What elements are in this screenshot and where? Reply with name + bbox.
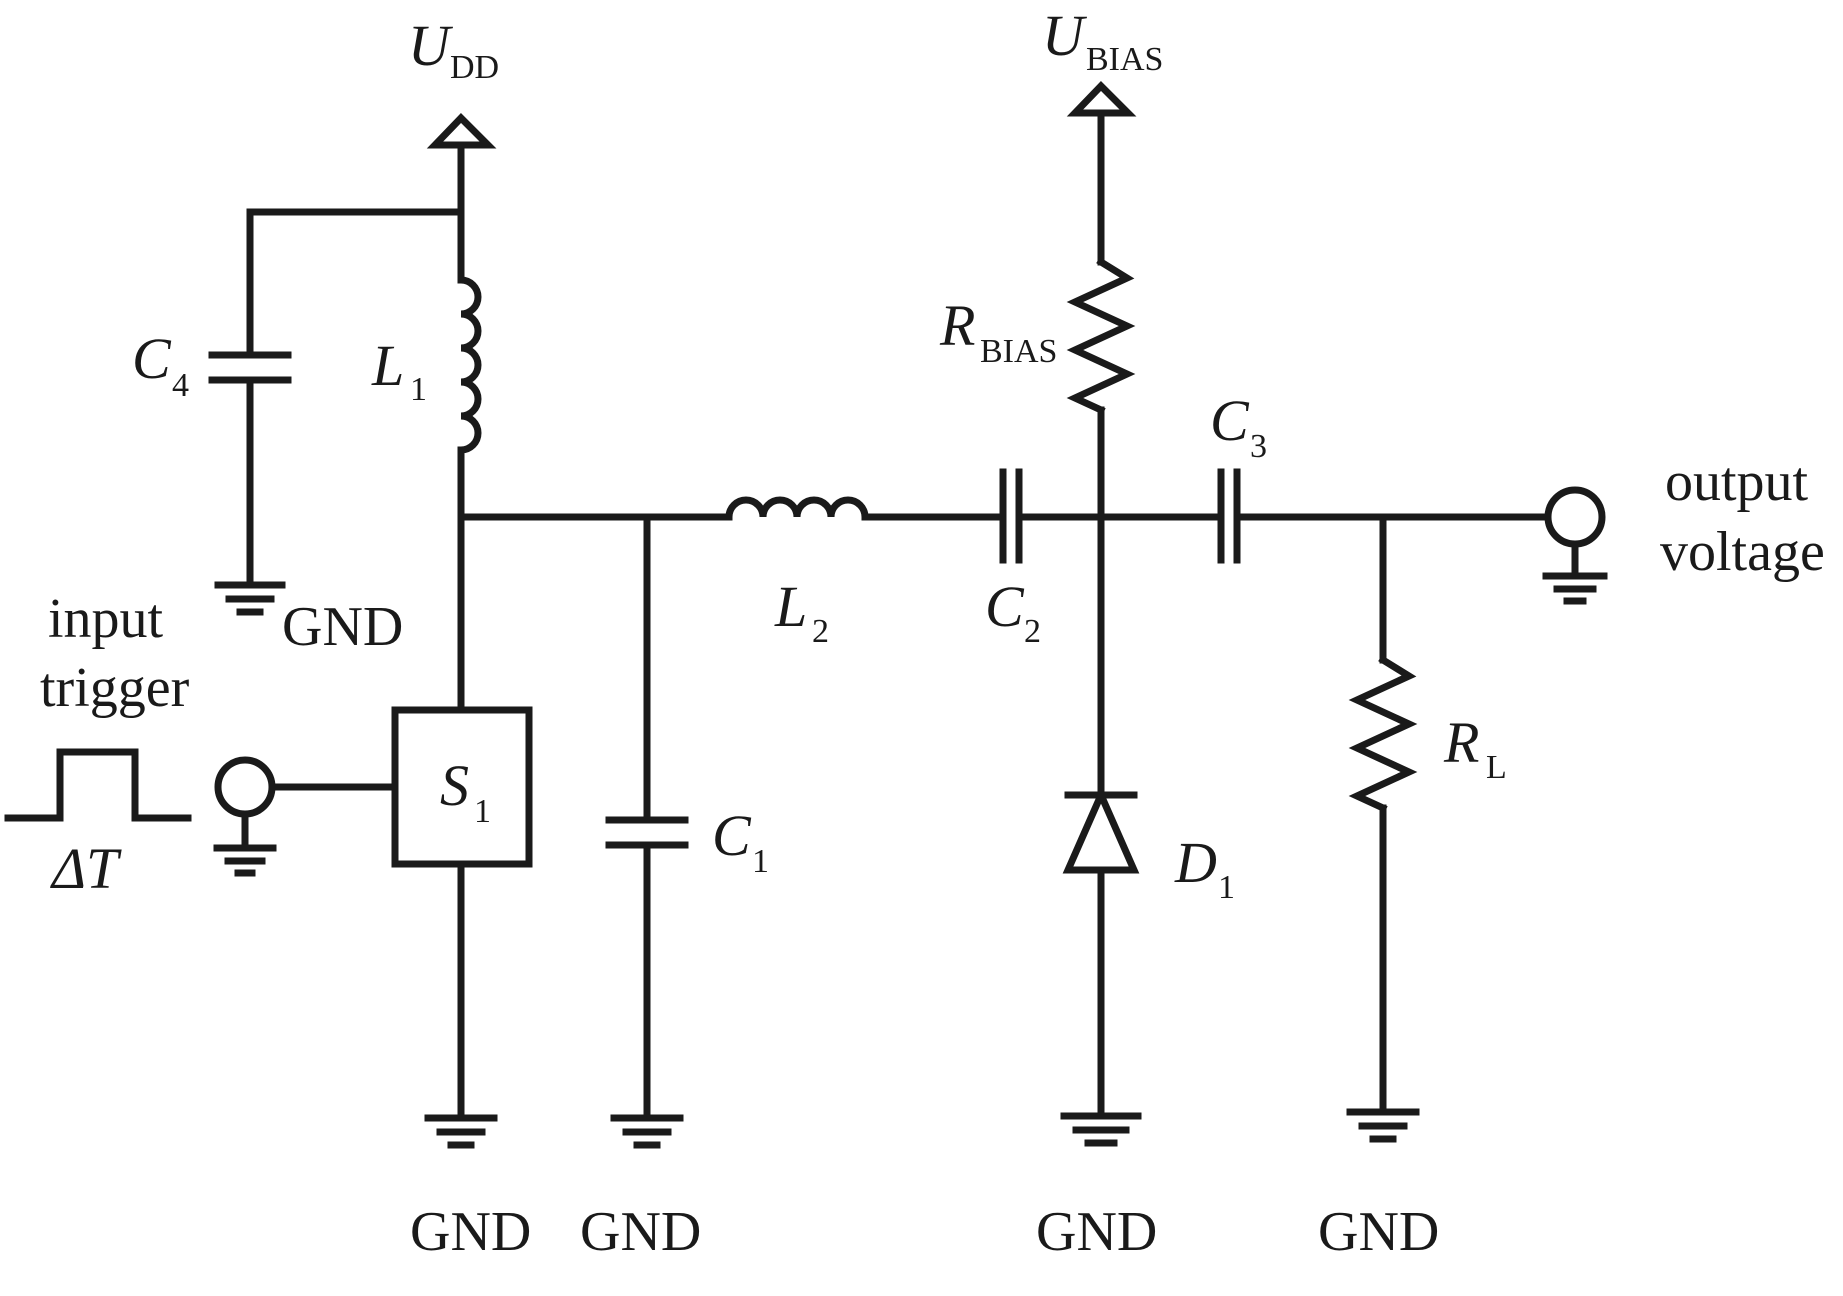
rbias-label: R [939, 293, 975, 358]
udd-label-sub: DD [450, 49, 499, 86]
c1-label-sub: 1 [752, 843, 769, 880]
input-trigger-line1: input [48, 588, 164, 650]
c3-label-sub: 3 [1250, 428, 1267, 465]
c4-capacitor [208, 208, 465, 589]
rl-label-sub: L [1486, 749, 1507, 786]
rbias-resistor [1066, 257, 1136, 415]
l2-inductor [725, 496, 1007, 521]
l2-label: L [774, 574, 807, 639]
delta-t-label: ΔT [50, 836, 122, 901]
rbias-label-sub: BIAS [980, 333, 1057, 370]
ground-d1-icon [1060, 1112, 1142, 1147]
d1-diode [1062, 786, 1140, 1120]
l1-inductor [457, 208, 482, 524]
c1-capacitor [605, 513, 689, 1122]
input-trigger-line2: trigger [40, 657, 190, 719]
ubias-supply [1066, 81, 1137, 266]
c4-label-sub: 4 [172, 367, 189, 404]
rl-label: R [1443, 710, 1479, 775]
ubias-label: U [1042, 3, 1088, 68]
c2-label: C [985, 574, 1025, 639]
trigger-pulse-waveform [4, 748, 192, 822]
l1-label-sub: 1 [410, 371, 427, 408]
ubias-label-sub: BIAS [1086, 41, 1163, 78]
l1-label: L [371, 333, 404, 398]
input-connector-icon [213, 756, 399, 877]
gnd-label-d1: GND [1036, 1201, 1157, 1263]
gnd-label-c4: GND [282, 596, 403, 658]
gnd-label-rl: GND [1318, 1201, 1439, 1263]
gnd-label-c1: GND [580, 1201, 701, 1263]
gnd-label-s1: GND [410, 1201, 531, 1263]
output-connector-icon [1542, 486, 1608, 605]
udd-label: U [408, 13, 454, 78]
d1-label-sub: 1 [1218, 869, 1235, 906]
s1-label: S [440, 753, 469, 818]
c1-label: C [712, 803, 752, 868]
c2-label-sub: 2 [1024, 613, 1041, 650]
output-voltage-line1: output [1665, 451, 1809, 513]
s1-label-sub: 1 [474, 793, 491, 830]
ground-c4-icon [214, 581, 286, 616]
ground-s1-icon [424, 1114, 498, 1149]
rl-resistor [1348, 655, 1418, 813]
c2-capacitor [999, 468, 1225, 564]
ground-rl-icon [1346, 1108, 1420, 1143]
udd-arrow-icon [426, 113, 497, 149]
c3-label: C [1210, 388, 1250, 453]
c3-capacitor [1217, 468, 1552, 564]
main-node-wire [457, 513, 733, 714]
ubias-arrow-icon [1066, 81, 1137, 117]
output-voltage-line2: voltage [1660, 521, 1825, 583]
ground-c1-icon [610, 1114, 684, 1149]
l2-label-sub: 2 [812, 613, 829, 650]
d1-label: D [1174, 830, 1217, 895]
c4-label: C [132, 326, 172, 391]
